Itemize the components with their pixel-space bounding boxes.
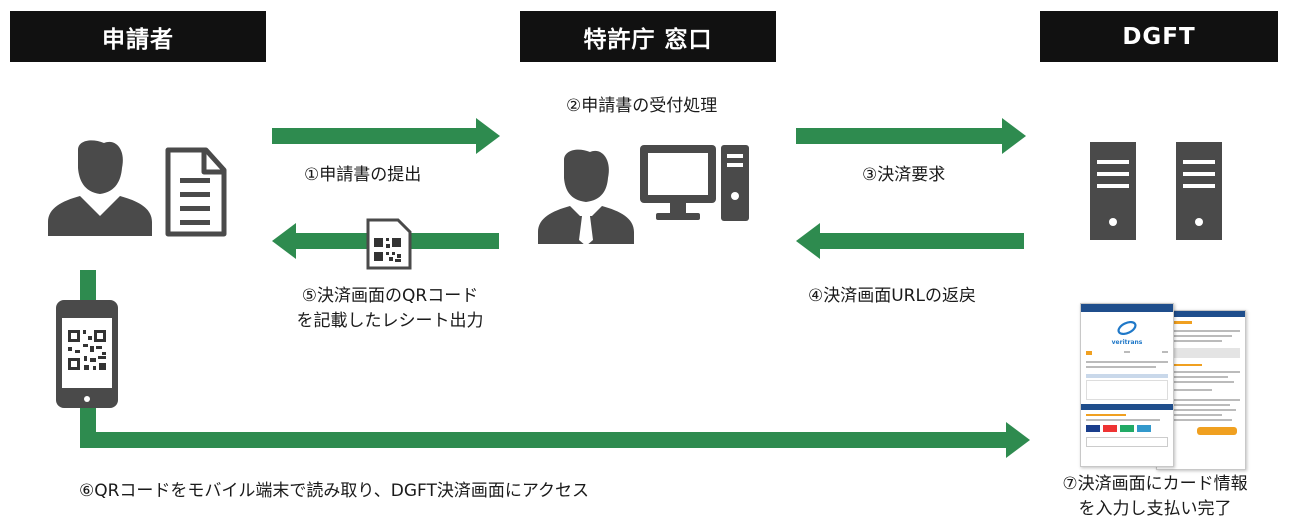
arrow-mobile-access — [80, 270, 1030, 458]
officer-person-icon — [538, 149, 634, 246]
payment-brand: veritrans — [1111, 339, 1143, 346]
header-dgft: DGFT — [1040, 11, 1278, 62]
receipt-qr-icon — [366, 218, 412, 270]
server-icon — [1176, 142, 1222, 240]
step-6-label: ⑥QRコードをモバイル端末で読み取り、DGFT決済画面にアクセス — [79, 481, 590, 501]
arrow-payment-request — [796, 118, 1026, 154]
computer-icon — [640, 145, 749, 221]
document-icon — [165, 147, 227, 237]
step-5-line-2: を記載したレシート出力 — [296, 311, 484, 331]
step-1-label: ①申請書の提出 — [304, 165, 422, 185]
header-patent-office: 特許庁 窓口 — [520, 11, 776, 62]
step-7-line-1: ⑦決済画面にカード情報 — [1062, 474, 1248, 494]
veritrans-logo-icon — [1081, 320, 1173, 339]
applicant-person-icon — [48, 140, 152, 236]
step-5-label: ⑤決済画面のQRコード を記載したレシート出力 — [250, 284, 530, 334]
mobile-phone-icon — [56, 300, 118, 408]
arrow-url-return — [796, 223, 1024, 259]
header-applicant: 申請者 — [10, 11, 266, 62]
step-2-label: ②申請書の受付処理 — [566, 96, 718, 116]
step-5-line-1: ⑤決済画面のQRコード — [301, 286, 479, 306]
step-3-label: ③決済要求 — [862, 165, 946, 185]
qr-code-icon — [68, 330, 106, 370]
arrow-submit — [272, 118, 500, 154]
step-4-label: ④決済画面URLの返戻 — [808, 286, 976, 306]
server-icon — [1090, 142, 1136, 240]
payment-screen-front: veritrans — [1080, 303, 1174, 467]
step-7-line-2: を入力し支払い完了 — [1078, 499, 1232, 519]
step-7-label: ⑦決済画面にカード情報 を入力し支払い完了 — [1030, 472, 1280, 522]
